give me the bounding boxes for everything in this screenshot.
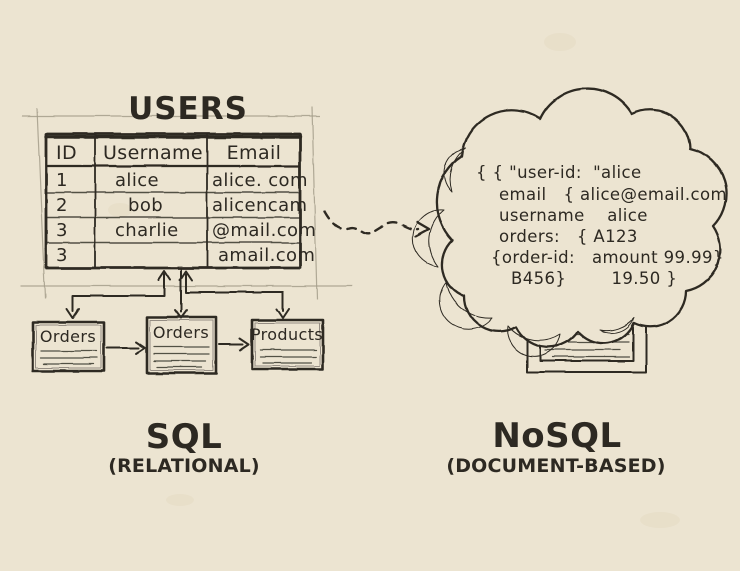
cell-id: 2: [56, 195, 68, 216]
cloud-document-text: { { "user-id: "alice email { alice@email…: [476, 163, 727, 288]
doc-line: B456} 19.50 }: [511, 269, 677, 288]
col-header-username: Username: [103, 142, 203, 164]
col-header-id: ID: [56, 142, 77, 164]
right-arrow-icon: [135, 341, 146, 355]
up-arrow-icon: [157, 270, 171, 281]
entity-boxes: [31, 315, 325, 375]
cell-email: amail.com: [218, 245, 315, 266]
cell-username: alice: [115, 170, 159, 191]
paper-stains: [108, 33, 680, 528]
cell-username: charlie: [115, 220, 179, 241]
right-arrow-icon: [239, 337, 250, 351]
document-cloud: [412, 87, 728, 357]
sql-caption: SQL: [146, 417, 223, 457]
cell-id: 3: [56, 220, 68, 241]
relation-connectors: [66, 268, 290, 355]
doc-line: {order-id: amount 99.99}: [491, 248, 724, 267]
doc-line: orders: { A123: [499, 227, 638, 246]
sql-subcaption: (RELATIONAL): [108, 455, 260, 477]
down-arrow-icon: [66, 308, 80, 319]
nosql-subcaption: (DOCUMENT-BASED): [446, 455, 665, 477]
users-table-text: ID Username Email 1 alice alice. com 2 b…: [56, 142, 316, 266]
entity-box-labels: Orders Orders Products: [40, 323, 323, 346]
cell-id: 1: [56, 170, 68, 191]
doc-line: { { "user-id: "alice: [476, 163, 642, 182]
up-arrow-icon: [179, 270, 193, 281]
doc-line: email { alice@email.com: [499, 185, 727, 204]
products-box-label: Products: [251, 325, 323, 344]
users-table-title: USERS: [128, 91, 248, 127]
down-arrow-icon: [276, 308, 290, 319]
orders-box-label: Orders: [40, 327, 96, 346]
cell-email: @mail.com: [212, 220, 316, 241]
orders-box-label: Orders: [153, 323, 209, 342]
cell-username: bob: [128, 195, 163, 216]
right-arrow-icon: [414, 220, 431, 238]
users-table: [44, 132, 302, 270]
cloud-shading-hatch: [412, 147, 635, 357]
doc-line: username alice: [499, 206, 648, 225]
transform-arrow: [323, 210, 431, 238]
cell-id: 3: [56, 245, 68, 266]
col-header-email: Email: [227, 142, 282, 164]
cell-email: alicencam: [212, 195, 307, 216]
cell-email: alice. com: [212, 170, 308, 191]
nosql-caption: NoSQL: [492, 416, 621, 456]
